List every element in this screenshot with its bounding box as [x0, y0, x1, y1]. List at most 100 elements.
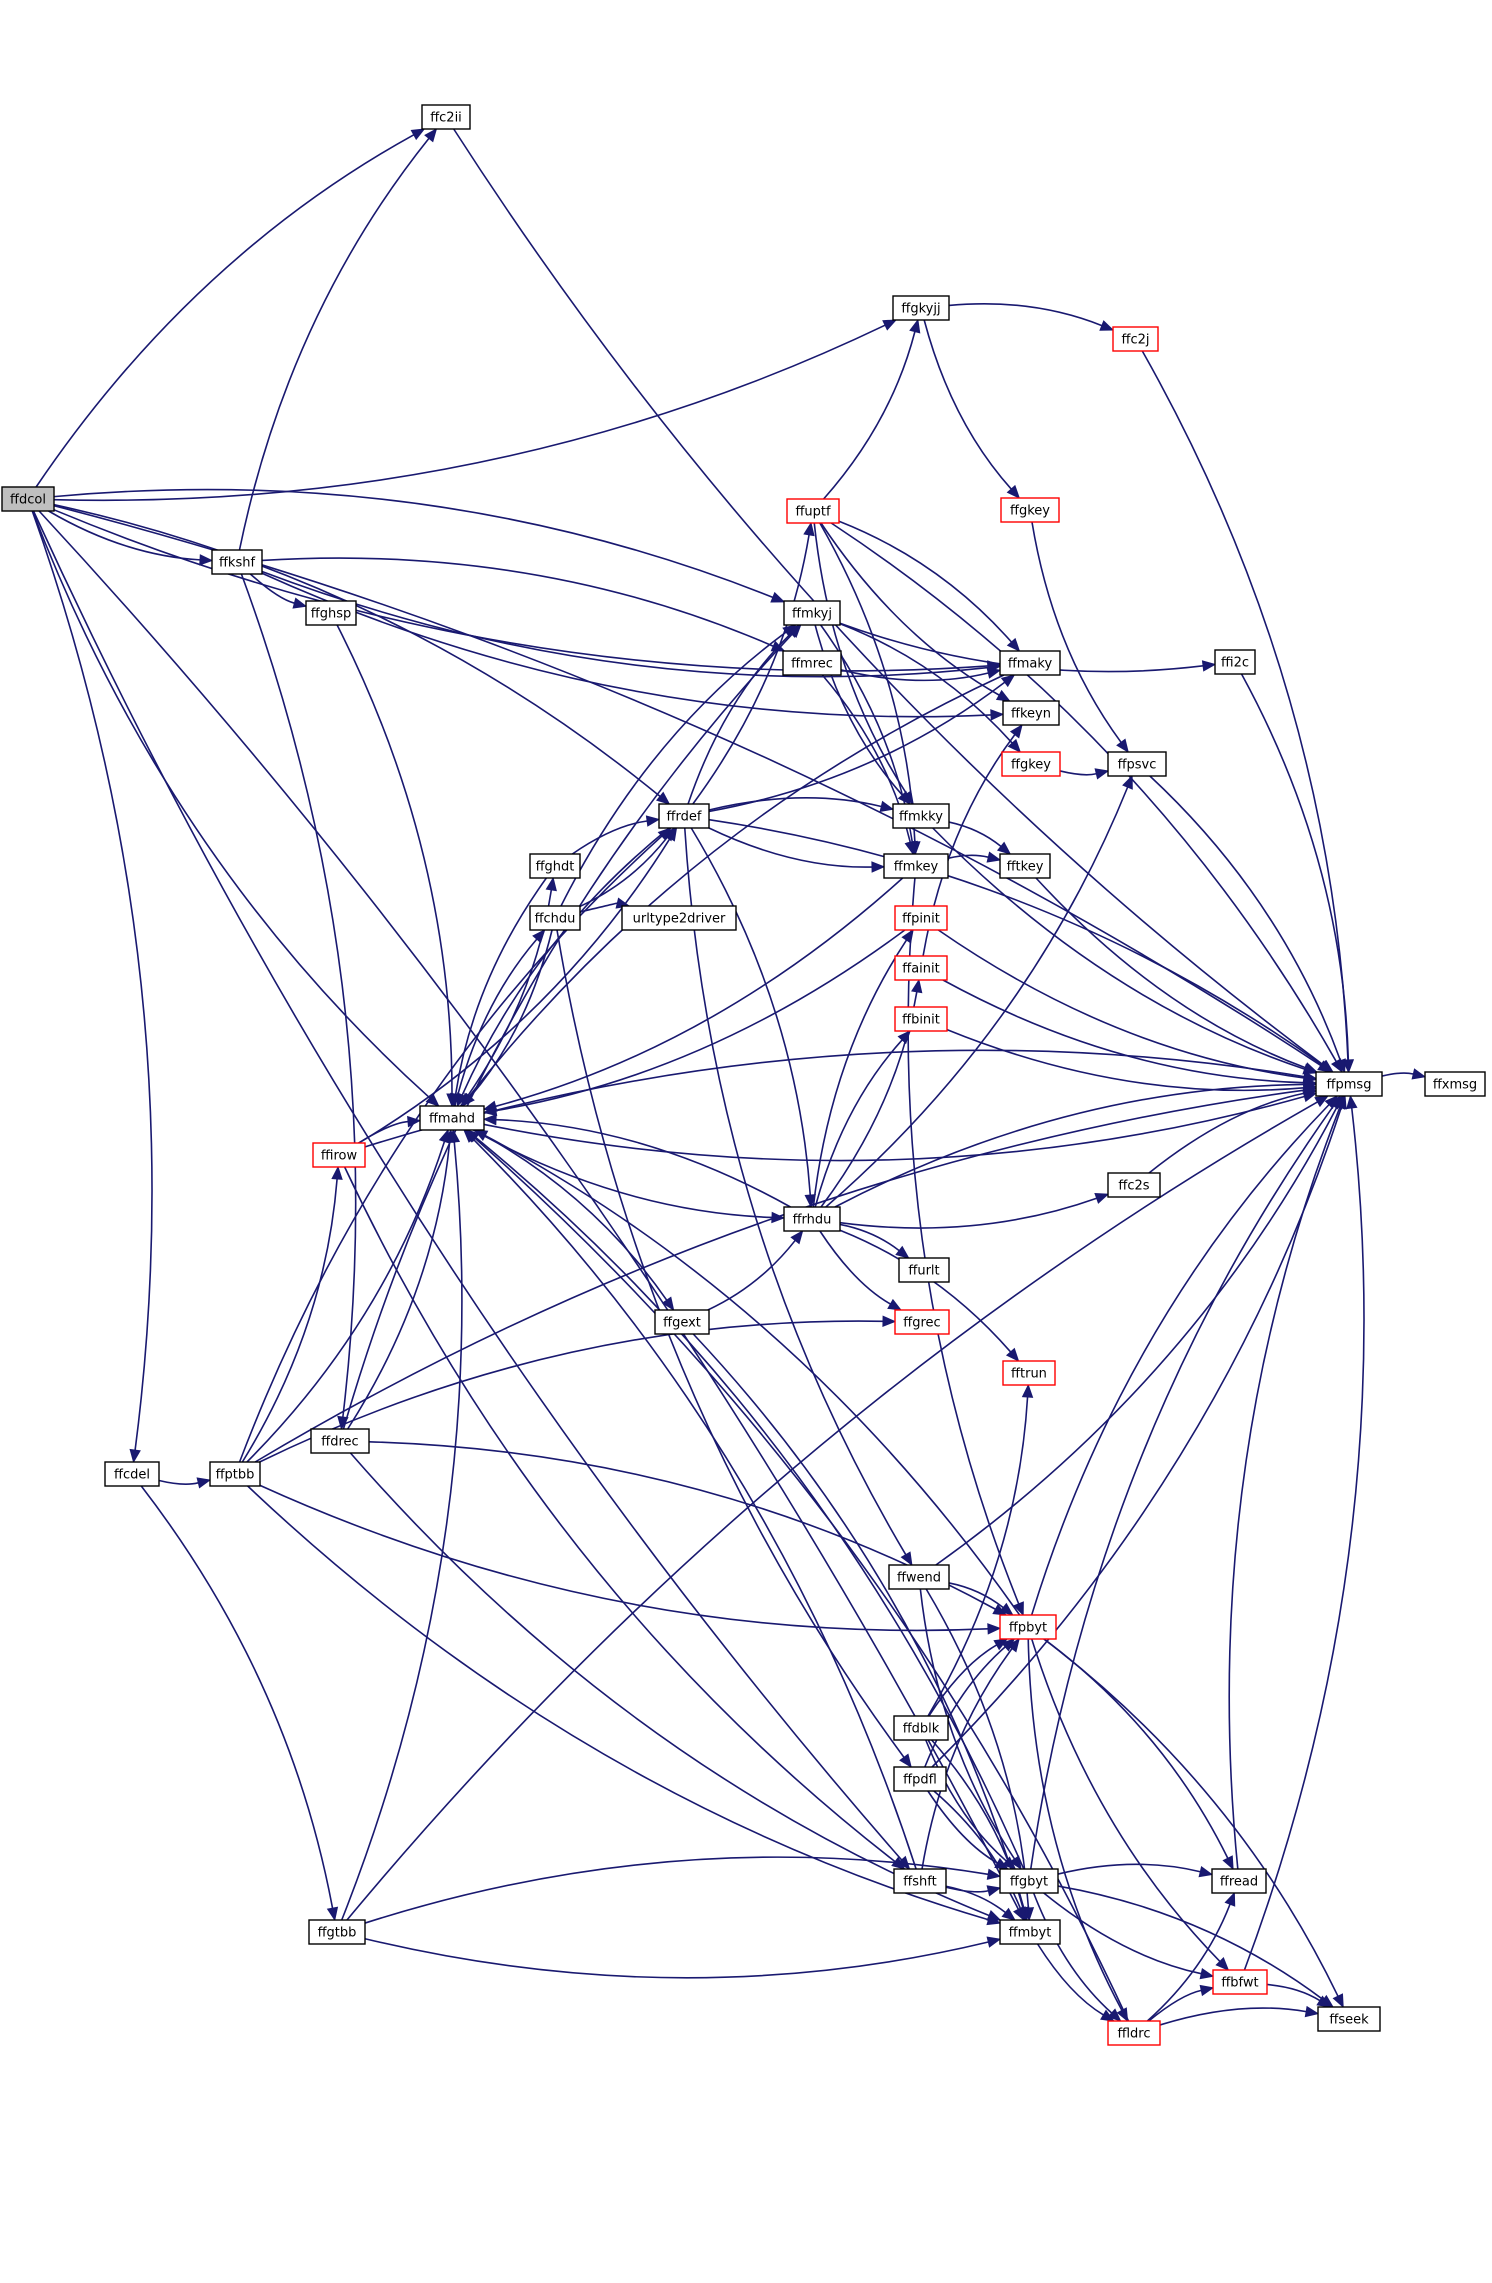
node-ffpsvc[interactable]: ffpsvc	[1107, 751, 1167, 777]
node-ffuptf[interactable]: ffuptf	[786, 498, 840, 524]
node-box-ffkeyn[interactable]	[1002, 700, 1060, 726]
node-box-ffmaky[interactable]	[999, 650, 1061, 676]
node-ffpbyt[interactable]: ffpbyt	[999, 1614, 1057, 1640]
node-box-ffc2ii[interactable]	[421, 104, 471, 130]
node-box-ffurlt[interactable]	[898, 1257, 950, 1283]
node-box-ffgext[interactable]	[654, 1309, 710, 1335]
node-ffpmsg[interactable]: ffpmsg	[1315, 1071, 1383, 1097]
node-ffgkey2[interactable]: ffgkey	[1001, 751, 1061, 777]
node-ffpinit[interactable]: ffpinit	[894, 905, 948, 931]
node-box-fftrun[interactable]	[1002, 1360, 1056, 1386]
node-ffmkyj[interactable]: ffmkyj	[783, 600, 841, 626]
node-box-ffseek[interactable]	[1317, 2006, 1381, 2032]
node-box-ffghdt[interactable]	[529, 853, 581, 879]
node-box-ffpinit[interactable]	[894, 905, 948, 931]
node-box-ffpmsg[interactable]	[1315, 1071, 1383, 1097]
node-ffmahd[interactable]: ffmahd	[419, 1105, 485, 1131]
node-ffxmsg[interactable]: ffxmsg	[1424, 1071, 1486, 1097]
node-ffc2j[interactable]: ffc2j	[1112, 326, 1159, 352]
node-ffghdt[interactable]: ffghdt	[529, 853, 581, 879]
node-box-ffc2s[interactable]	[1107, 1172, 1161, 1198]
node-ffgbyt[interactable]: ffgbyt	[999, 1868, 1059, 1894]
node-box-ffgkey2[interactable]	[1001, 751, 1061, 777]
node-ffmkky[interactable]: ffmkky	[892, 803, 950, 829]
node-box-ffmrec[interactable]	[782, 650, 842, 676]
node-ffmrec[interactable]: ffmrec	[782, 650, 842, 676]
node-box-ffxmsg[interactable]	[1424, 1071, 1486, 1097]
node-box-ffchdu[interactable]	[529, 905, 581, 931]
node-ffgrec[interactable]: ffgrec	[894, 1309, 950, 1335]
node-box-ffgrec[interactable]	[894, 1309, 950, 1335]
node-ffchdu[interactable]: ffchdu	[529, 905, 581, 931]
node-ffbfwt[interactable]: ffbfwt	[1212, 1969, 1268, 1995]
node-box-ffuptf[interactable]	[786, 498, 840, 524]
node-box-ffkshf[interactable]	[211, 549, 263, 575]
node-box-ffghsp[interactable]	[305, 600, 357, 626]
node-box-ffgbyt[interactable]	[999, 1868, 1059, 1894]
node-box-ffptbb[interactable]	[209, 1461, 261, 1487]
node-box-ffi2c[interactable]	[1214, 649, 1256, 675]
node-ffdcol[interactable]: ffdcol	[1, 486, 55, 512]
node-box-ffpsvc[interactable]	[1107, 751, 1167, 777]
node-box-ffrhdu[interactable]	[783, 1206, 841, 1232]
node-box-ffpbyt[interactable]	[999, 1614, 1057, 1640]
node-ffc2s[interactable]: ffc2s	[1107, 1172, 1161, 1198]
node-ffghsp[interactable]: ffghsp	[305, 600, 357, 626]
node-ffseek[interactable]: ffseek	[1317, 2006, 1381, 2032]
node-box-fftkey[interactable]	[999, 853, 1051, 879]
node-box-urltype2driver[interactable]	[621, 905, 737, 931]
node-ffmaky[interactable]: ffmaky	[999, 650, 1061, 676]
node-ffkshf[interactable]: ffkshf	[211, 549, 263, 575]
node-box-ffmahd[interactable]	[419, 1105, 485, 1131]
node-fftkey[interactable]: fftkey	[999, 853, 1051, 879]
node-ffgtbb[interactable]: ffgtbb	[308, 1919, 366, 1945]
node-ffdblk[interactable]: ffdblk	[893, 1715, 949, 1741]
node-ffmbyt[interactable]: ffmbyt	[999, 1919, 1061, 1945]
node-box-ffc2j[interactable]	[1112, 326, 1159, 352]
node-box-ffrdef[interactable]	[658, 803, 710, 829]
node-fftrun[interactable]: fftrun	[1002, 1360, 1056, 1386]
node-box-ffdcol[interactable]	[1, 486, 55, 512]
node-ffread[interactable]: ffread	[1211, 1868, 1267, 1894]
node-ffurlt[interactable]: ffurlt	[898, 1257, 950, 1283]
node-ffptbb[interactable]: ffptbb	[209, 1461, 261, 1487]
node-box-ffmkky[interactable]	[892, 803, 950, 829]
node-ffbinit[interactable]: ffbinit	[894, 1006, 948, 1032]
node-box-ffshft[interactable]	[893, 1868, 947, 1894]
node-ffkeyn[interactable]: ffkeyn	[1002, 700, 1060, 726]
node-ffgkey1[interactable]: ffgkey	[1000, 497, 1060, 523]
node-ffldrc[interactable]: ffldrc	[1107, 2020, 1161, 2046]
node-ffgext[interactable]: ffgext	[654, 1309, 710, 1335]
node-box-ffmbyt[interactable]	[999, 1919, 1061, 1945]
node-ffdrec[interactable]: ffdrec	[310, 1428, 370, 1454]
node-box-ffbfwt[interactable]	[1212, 1969, 1268, 1995]
node-box-ffldrc[interactable]	[1107, 2020, 1161, 2046]
node-ffgkyjj[interactable]: ffgkyjj	[892, 295, 950, 321]
node-ffainit[interactable]: ffainit	[894, 955, 948, 981]
node-box-ffgtbb[interactable]	[308, 1919, 366, 1945]
node-ffshft[interactable]: ffshft	[893, 1868, 947, 1894]
node-urltype2driver[interactable]: urltype2driver	[621, 905, 737, 931]
node-box-ffwend[interactable]	[888, 1564, 950, 1590]
node-box-ffirow[interactable]	[312, 1142, 366, 1168]
node-ffrdef[interactable]: ffrdef	[658, 803, 710, 829]
node-box-ffgkey1[interactable]	[1000, 497, 1060, 523]
node-ffpdfl[interactable]: ffpdfl	[893, 1766, 947, 1792]
node-ffrhdu[interactable]: ffrhdu	[783, 1206, 841, 1232]
node-box-ffainit[interactable]	[894, 955, 948, 981]
node-box-ffread[interactable]	[1211, 1868, 1267, 1894]
node-ffwend[interactable]: ffwend	[888, 1564, 950, 1590]
node-box-ffdrec[interactable]	[310, 1428, 370, 1454]
node-box-ffmkey[interactable]	[883, 853, 949, 879]
node-box-ffbinit[interactable]	[894, 1006, 948, 1032]
node-ffcdel[interactable]: ffcdel	[104, 1461, 160, 1487]
node-box-ffgkyjj[interactable]	[892, 295, 950, 321]
node-box-ffcdel[interactable]	[104, 1461, 160, 1487]
node-box-ffmkyj[interactable]	[783, 600, 841, 626]
node-ffc2ii[interactable]: ffc2ii	[421, 104, 471, 130]
node-box-ffdblk[interactable]	[893, 1715, 949, 1741]
node-ffirow[interactable]: ffirow	[312, 1142, 366, 1168]
node-ffi2c[interactable]: ffi2c	[1214, 649, 1256, 675]
node-ffmkey[interactable]: ffmkey	[883, 853, 949, 879]
node-box-ffpdfl[interactable]	[893, 1766, 947, 1792]
